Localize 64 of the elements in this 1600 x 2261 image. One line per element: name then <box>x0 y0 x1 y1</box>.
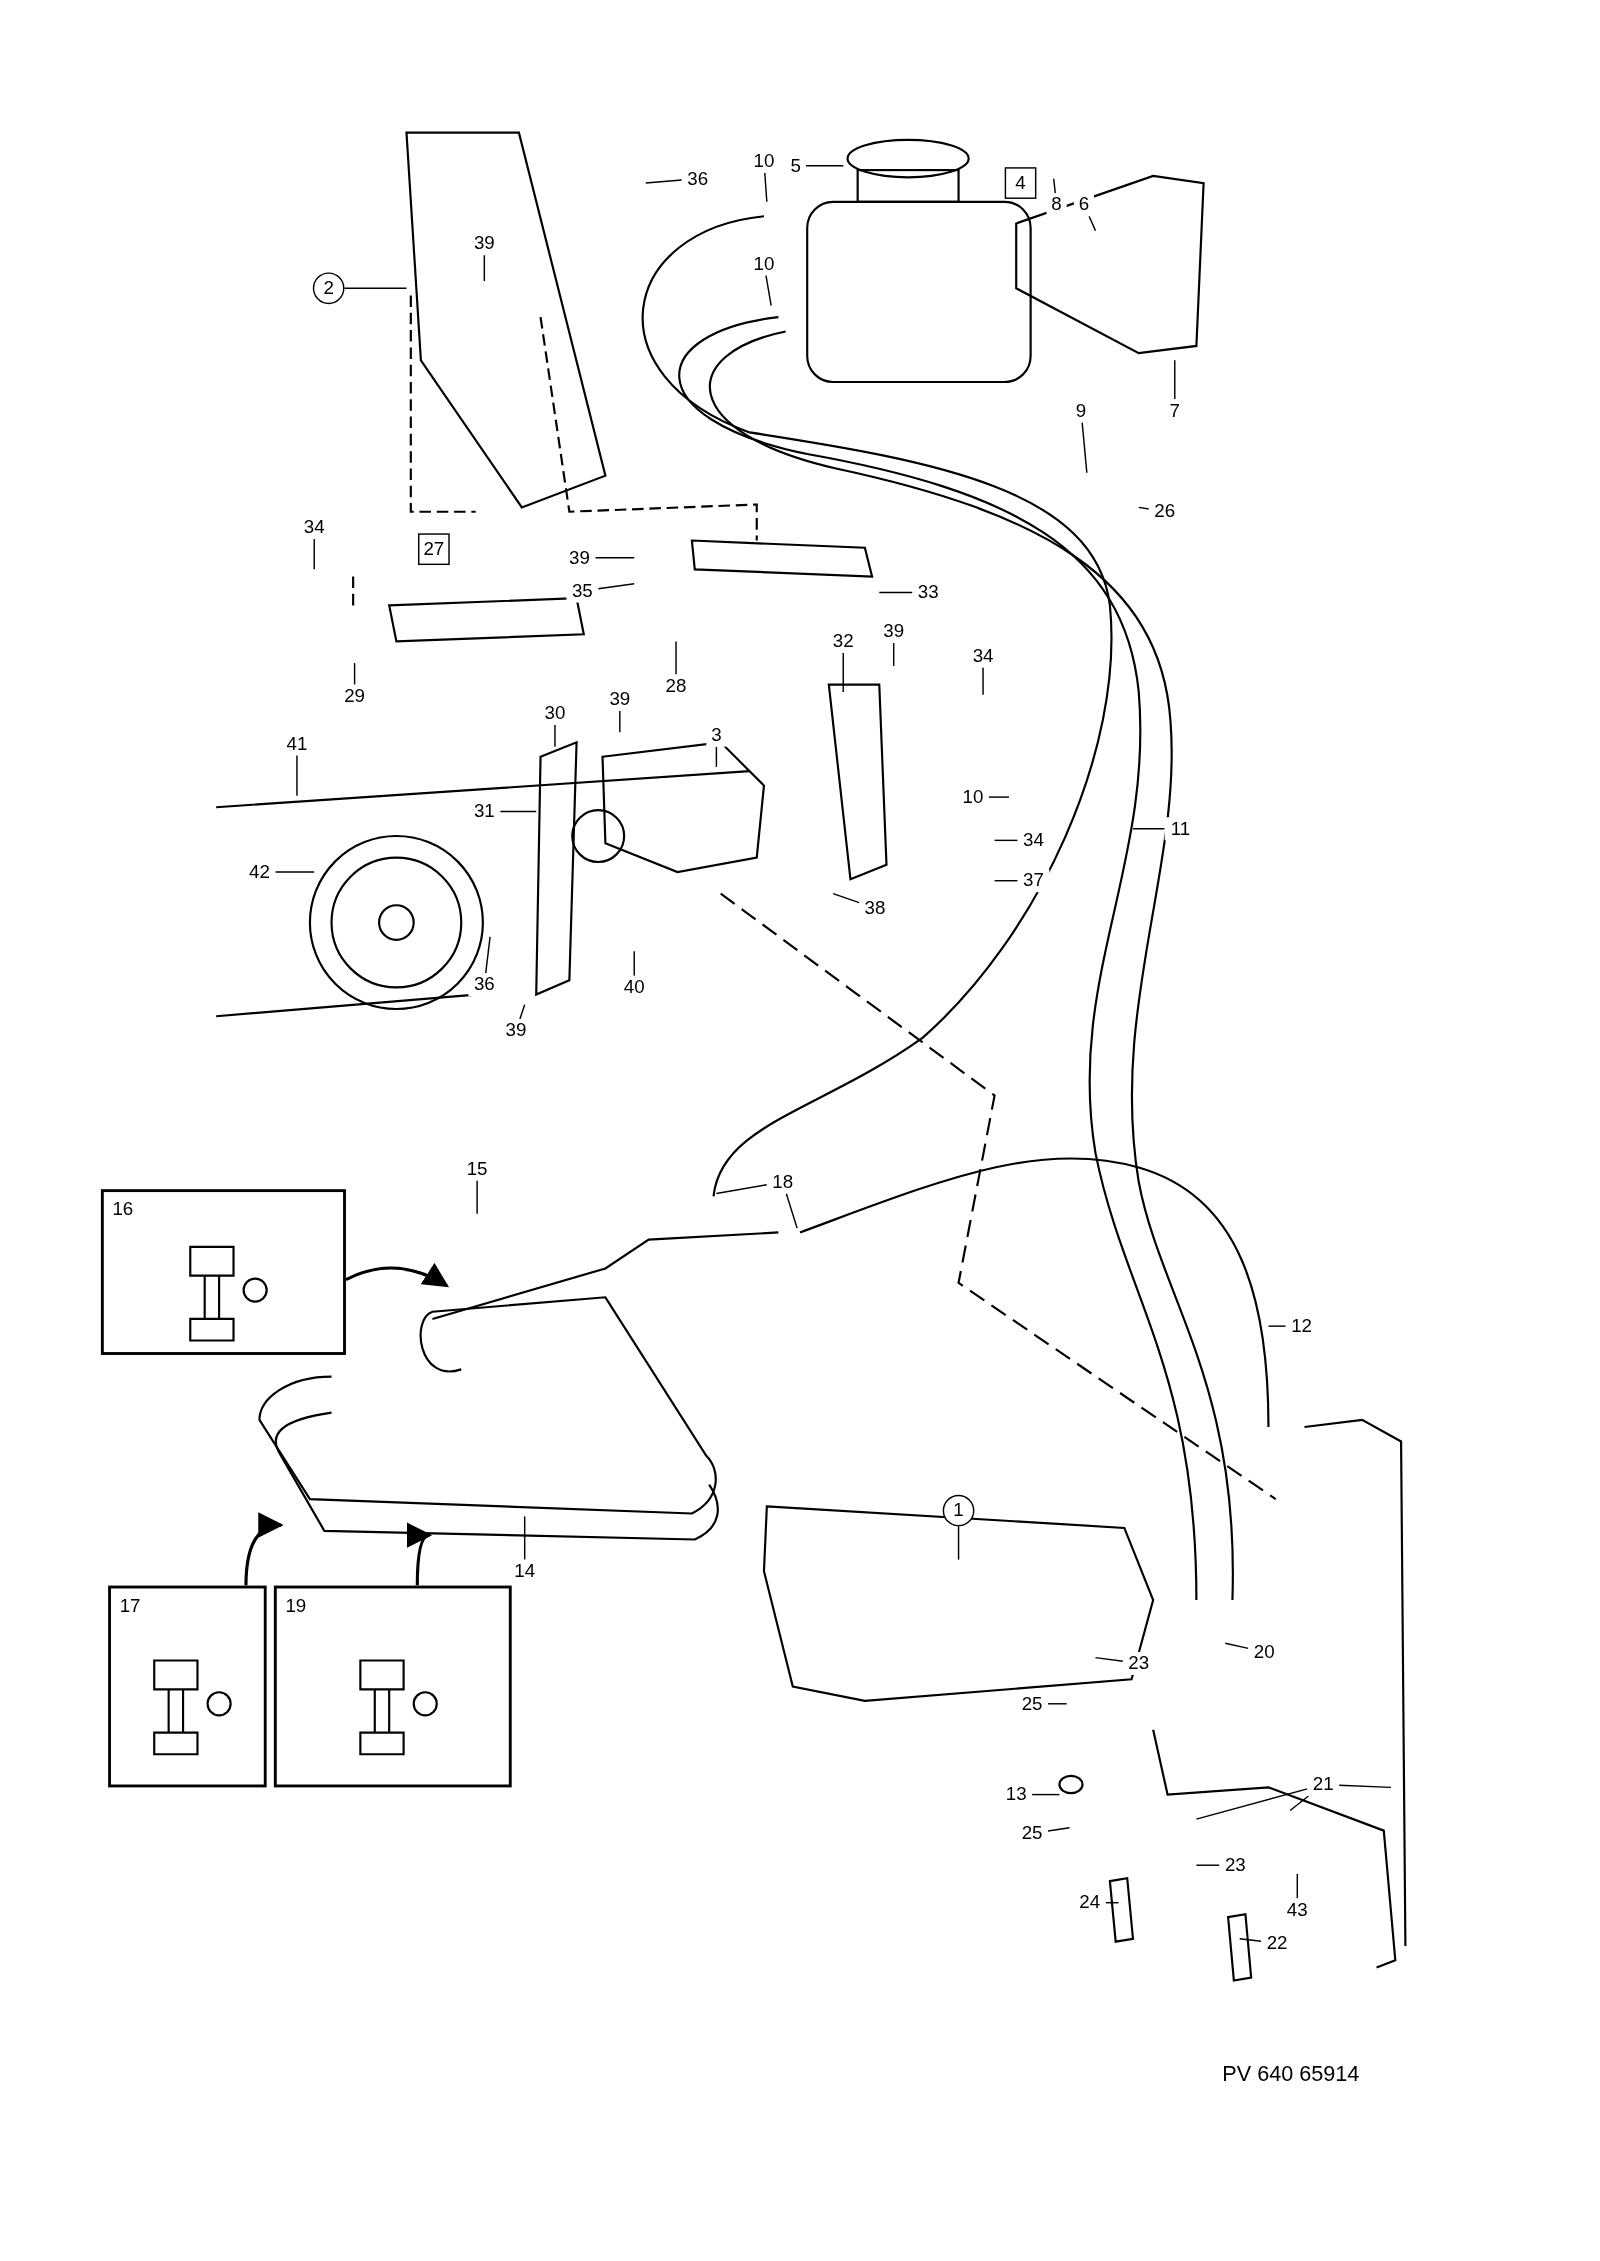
leader-line <box>597 583 635 590</box>
leader-line <box>343 287 408 289</box>
leader-line <box>765 274 772 307</box>
leader-line <box>1195 1864 1221 1866</box>
inset-panel <box>100 1189 346 1355</box>
leader-line <box>878 591 914 594</box>
leader-line <box>1132 828 1166 830</box>
boxed-callout-number: 4 <box>1004 167 1037 199</box>
leader-line <box>842 652 844 693</box>
leader-line <box>1289 1795 1310 1812</box>
leader-line <box>1047 1827 1071 1832</box>
leader-line <box>1031 1793 1061 1796</box>
callout-number: 8 <box>1046 193 1067 217</box>
leader-line <box>715 1184 768 1195</box>
leader-line <box>1238 1938 1262 1942</box>
leader-line <box>519 1003 526 1020</box>
leader-line <box>993 880 1019 882</box>
leader-line <box>764 172 768 203</box>
circled-callout-number: 1 <box>942 1494 975 1527</box>
leader-line <box>1174 359 1176 400</box>
leader-line <box>715 745 718 768</box>
leader-line <box>499 810 537 813</box>
leader-line <box>274 871 315 873</box>
leader-line <box>1081 421 1088 474</box>
leader-line <box>1296 1873 1298 1900</box>
leader-line <box>785 1192 798 1229</box>
leader-line <box>485 936 491 974</box>
leader-line <box>1267 1325 1287 1327</box>
leader-line <box>353 662 356 686</box>
leader-line <box>993 839 1019 842</box>
leader-line <box>619 709 621 733</box>
leader-line <box>645 179 683 184</box>
leader-line <box>1094 1656 1124 1663</box>
leader-line <box>1224 1642 1249 1650</box>
leader-line <box>1088 215 1097 232</box>
boxed-callout-number: 27 <box>418 533 450 566</box>
leader-line <box>1338 1784 1392 1789</box>
part-number-text: PV 640 65914 <box>1222 2061 1360 2088</box>
leader-line <box>554 724 556 748</box>
leader-line <box>805 165 844 167</box>
leader-line <box>1052 178 1056 194</box>
leader-line <box>957 1525 960 1561</box>
inset-panel <box>273 1585 512 1788</box>
leader-line <box>523 1515 526 1561</box>
leader-line <box>594 557 635 559</box>
leader-line <box>476 1179 478 1215</box>
leader-line <box>988 796 1010 798</box>
leader-line <box>675 640 677 676</box>
callout-number: 17 <box>119 1594 141 1616</box>
arrow <box>345 1263 450 1288</box>
leader-line <box>982 666 984 696</box>
leader-line <box>1047 1703 1068 1705</box>
leader-line <box>483 254 486 282</box>
leader-line <box>832 892 860 904</box>
callout-number: 16 <box>112 1197 134 1220</box>
leader-line <box>633 950 635 977</box>
leader-line <box>892 642 895 667</box>
leader-line <box>296 754 298 797</box>
inset-panel <box>108 1585 267 1788</box>
callout-number: 19 <box>285 1594 307 1616</box>
circled-callout-number: 2 <box>312 272 345 305</box>
arrow <box>244 1514 284 1586</box>
leader-line <box>1195 1788 1309 1820</box>
leader-line <box>313 538 315 571</box>
